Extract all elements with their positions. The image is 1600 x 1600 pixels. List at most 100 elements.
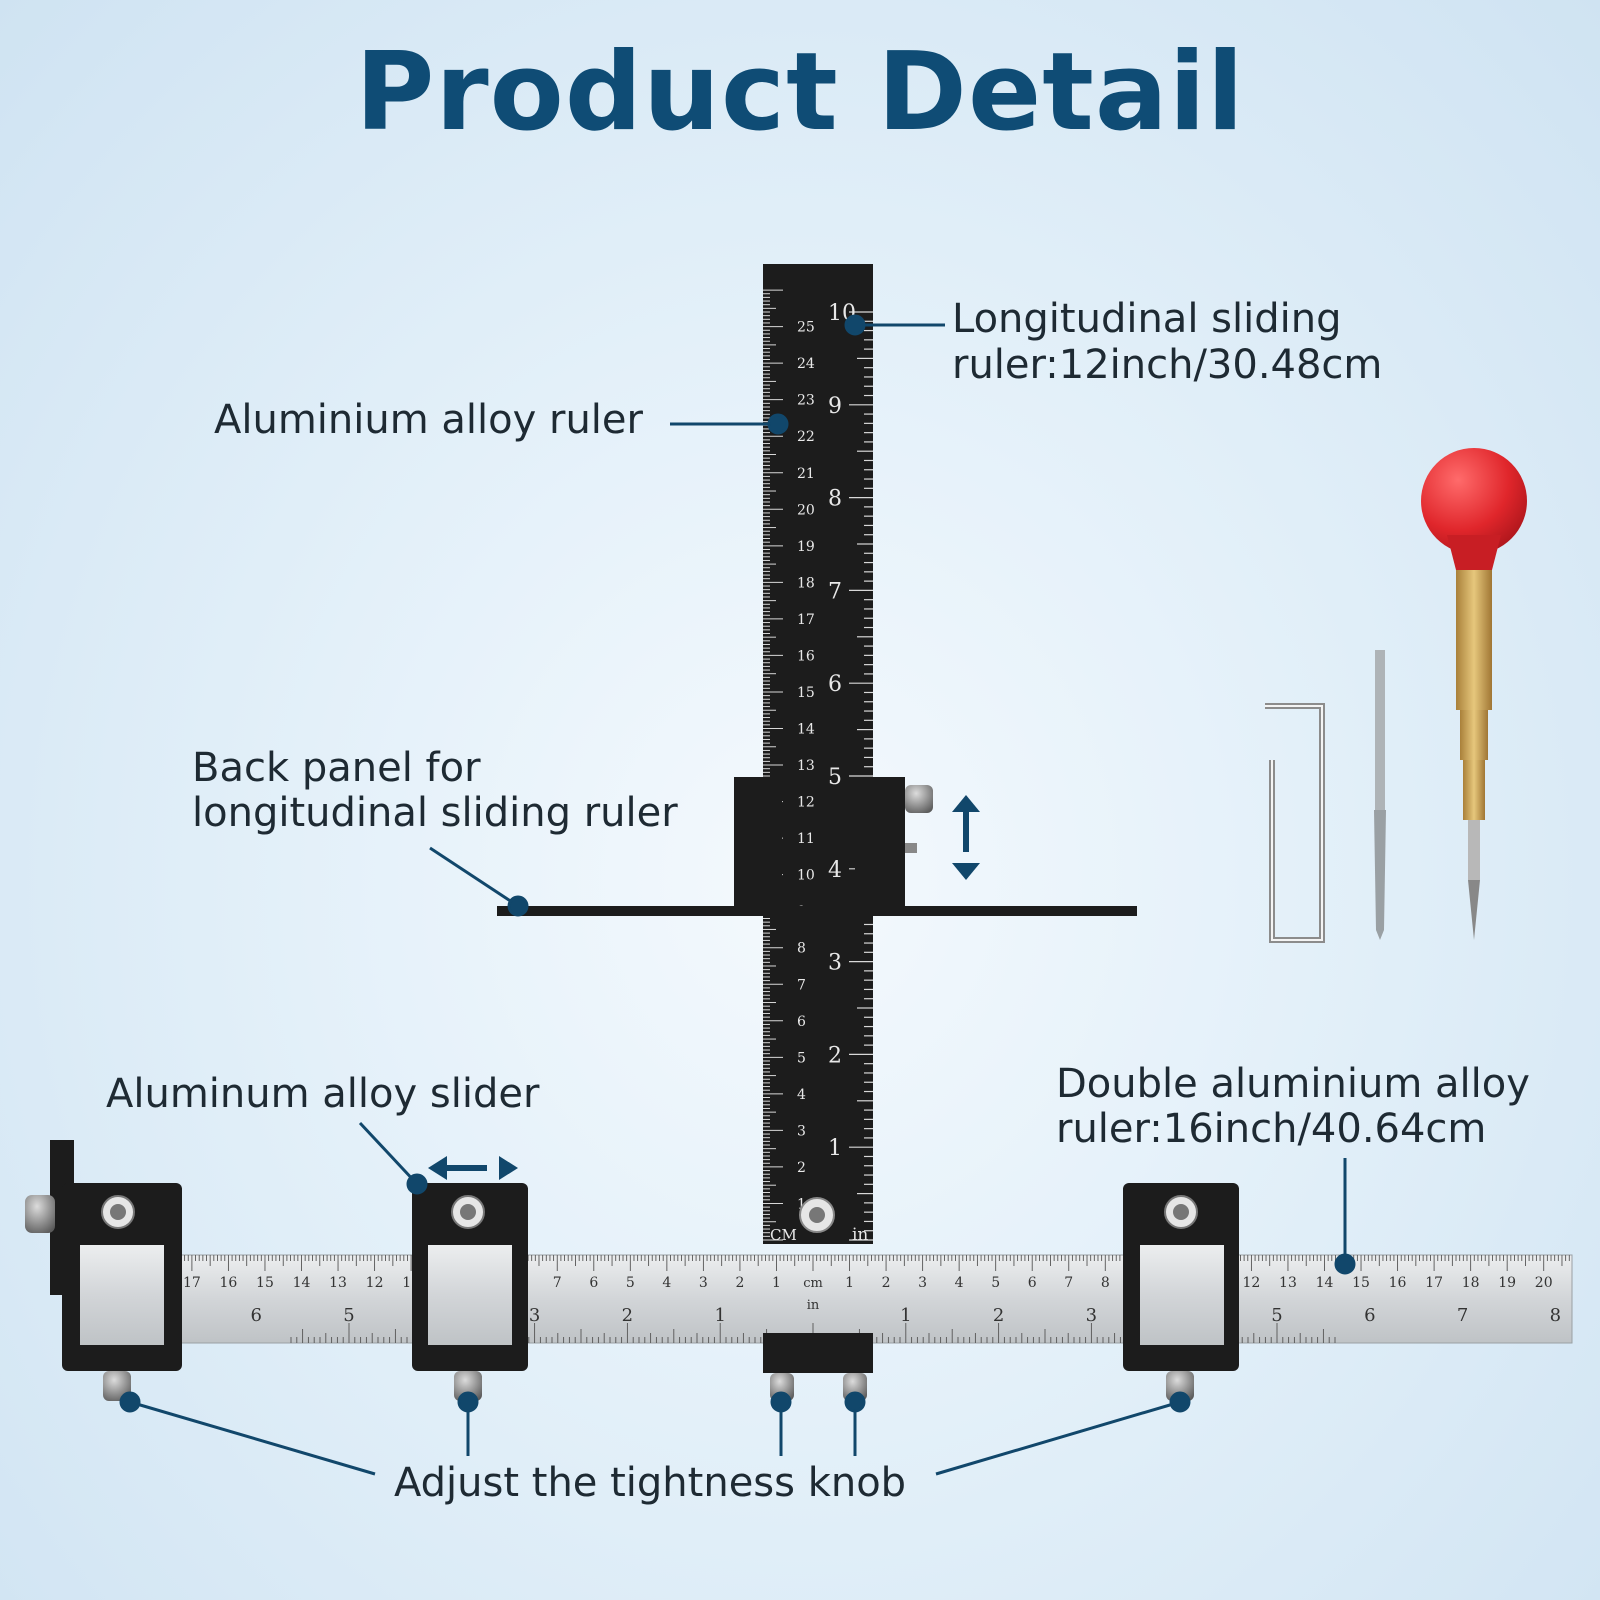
- label-slider: Aluminum alloy slider: [106, 1071, 540, 1117]
- vertical-cm-label: 5: [797, 1050, 806, 1066]
- vertical-ruler-labels: 1234567891012345678910111213141516171819…: [797, 301, 856, 1212]
- vertical-cm-label: 4: [797, 1087, 806, 1103]
- vertical-cm-label: 10: [797, 868, 815, 884]
- horizontal-cm-label-right: 4: [955, 1275, 964, 1291]
- vertical-inch-label: 5: [828, 765, 842, 790]
- label-knob: Adjust the tightness knob: [394, 1460, 907, 1506]
- horizontal-in-label-right: 1: [900, 1305, 911, 1326]
- vertical-ruler-bolt-hole: [809, 1207, 825, 1223]
- horizontal-unit-in: in: [807, 1298, 820, 1313]
- vertical-cm-label: 8: [797, 941, 806, 957]
- vertical-cm-label: 23: [797, 393, 815, 409]
- vertical-cm-label: 6: [797, 1014, 806, 1030]
- vertical-inch-label: 7: [828, 579, 842, 604]
- label-back-panel-line2: longitudinal sliding ruler: [192, 790, 678, 836]
- horizontal-in-label-right: 7: [1457, 1305, 1468, 1326]
- horizontal-cm-label-right: 13: [1279, 1275, 1297, 1291]
- vertical-cm-label: 13: [797, 758, 815, 774]
- horizontal-in-label-right: 8: [1550, 1305, 1561, 1326]
- horizontal-cm-label-left: 5: [626, 1275, 635, 1291]
- horizontal-cm-label-right: 17: [1425, 1275, 1443, 1291]
- horizontal-cm-label-left: 4: [662, 1275, 671, 1291]
- slider-left-side-knob[interactable]: [25, 1195, 55, 1233]
- horizontal-in-label-left: 6: [250, 1305, 261, 1326]
- vertical-unit-cm: CM: [770, 1226, 797, 1244]
- vertical-cm-label: 15: [797, 685, 815, 701]
- horizontal-cm-label-right: 1: [845, 1275, 854, 1291]
- horizontal-double-arrow-icon: [428, 1156, 518, 1180]
- center-punch-icon: [1421, 448, 1527, 940]
- horizontal-cm-label-right: 3: [918, 1275, 927, 1291]
- horizontal-cm-label-right: 18: [1462, 1275, 1480, 1291]
- slider-right[interactable]: [1123, 1183, 1239, 1401]
- slider-left[interactable]: [25, 1140, 182, 1401]
- horizontal-cm-label-right: 8: [1101, 1275, 1110, 1291]
- horizontal-in-label-left: 5: [343, 1305, 354, 1326]
- vertical-cm-label: 20: [797, 502, 815, 518]
- vertical-cm-label: 25: [797, 320, 815, 336]
- vertical-inch-label: 9: [828, 394, 842, 419]
- slider-right-knob[interactable]: [1166, 1371, 1194, 1401]
- horizontal-in-label-right: 5: [1271, 1305, 1282, 1326]
- vertical-cm-label: 12: [797, 795, 815, 811]
- double-aluminium-ruler: 1234567891011121314151617123456789101112…: [169, 1254, 1573, 1344]
- horizontal-cm-label-right: 15: [1352, 1275, 1370, 1291]
- horizontal-cm-label-right: 12: [1243, 1275, 1261, 1291]
- horizontal-cm-label-right: 16: [1389, 1275, 1407, 1291]
- page-title: Product Detail: [355, 30, 1245, 155]
- vertical-cm-label: 18: [797, 575, 815, 591]
- vertical-inch-label: 8: [828, 487, 842, 512]
- callout-lines: [119, 314, 1356, 1476]
- ruler-bottom-bracket: [763, 1333, 873, 1401]
- back-panel: [497, 777, 1137, 916]
- horizontal-in-label-left: 3: [529, 1305, 540, 1326]
- label-double-ruler-line1: Double aluminium alloy: [1056, 1061, 1530, 1107]
- horizontal-cm-label-right: 5: [991, 1275, 1000, 1291]
- horizontal-cm-label-left: 15: [256, 1275, 274, 1291]
- horizontal-cm-label-left: 12: [366, 1275, 384, 1291]
- label-back-panel-line1: Back panel for: [192, 745, 481, 791]
- horizontal-in-label-right: 6: [1364, 1305, 1375, 1326]
- label-double-ruler-line2: ruler:16inch/40.64cm: [1056, 1106, 1487, 1152]
- horizontal-cm-label-right: 2: [882, 1275, 891, 1291]
- vertical-cm-label: 17: [797, 612, 815, 628]
- vertical-cm-label: 22: [797, 429, 815, 445]
- vertical-cm-label: 11: [797, 831, 815, 847]
- vertical-inch-label: 2: [828, 1043, 842, 1068]
- vertical-cm-label: 7: [797, 977, 806, 993]
- vertical-double-arrow-icon: [952, 795, 980, 880]
- drill-bit-icon: [1374, 650, 1386, 940]
- vertical-unit-in: in: [852, 1225, 868, 1245]
- horizontal-cm-label-left: 13: [329, 1275, 347, 1291]
- horizontal-cm-label-left: 1: [772, 1275, 781, 1291]
- label-aluminium-ruler: Aluminium alloy ruler: [214, 397, 643, 443]
- vertical-cm-label: 16: [797, 648, 815, 664]
- aluminium-vertical-ruler: 1234567891012345678910111213141516171819…: [763, 264, 873, 1245]
- horizontal-cm-label-left: 3: [699, 1275, 708, 1291]
- vertical-cm-label: 24: [797, 356, 815, 372]
- vertical-inch-label: 1: [828, 1136, 842, 1161]
- back-panel-knob[interactable]: [905, 785, 933, 813]
- horizontal-cm-label-right: 7: [1064, 1275, 1073, 1291]
- horizontal-cm-label-left: 17: [183, 1275, 201, 1291]
- horizontal-in-label-left: 1: [714, 1305, 725, 1326]
- vertical-inch-label: 4: [828, 858, 842, 883]
- vertical-cm-label: 19: [797, 539, 815, 555]
- hex-key-icon: [1265, 703, 1325, 943]
- slider-middle-knob[interactable]: [454, 1371, 482, 1401]
- label-longitudinal-ruler-line2: ruler:12inch/30.48cm: [952, 342, 1383, 388]
- vertical-cm-label: 21: [797, 466, 815, 482]
- horizontal-cm-label-right: 19: [1498, 1275, 1516, 1291]
- vertical-inch-label: 3: [828, 951, 842, 976]
- vertical-cm-label: 1: [797, 1196, 806, 1212]
- horizontal-unit-cm: cm: [803, 1276, 823, 1291]
- slider-middle[interactable]: [412, 1183, 528, 1401]
- vertical-cm-label: 3: [797, 1123, 806, 1139]
- horizontal-cm-label-right: 6: [1028, 1275, 1037, 1291]
- horizontal-in-label-left: 2: [622, 1305, 633, 1326]
- horizontal-cm-label-right: 20: [1535, 1275, 1553, 1291]
- vertical-inch-label: 6: [828, 672, 842, 697]
- label-longitudinal-ruler-line1: Longitudinal sliding: [952, 296, 1342, 342]
- horizontal-in-label-right: 3: [1086, 1305, 1097, 1326]
